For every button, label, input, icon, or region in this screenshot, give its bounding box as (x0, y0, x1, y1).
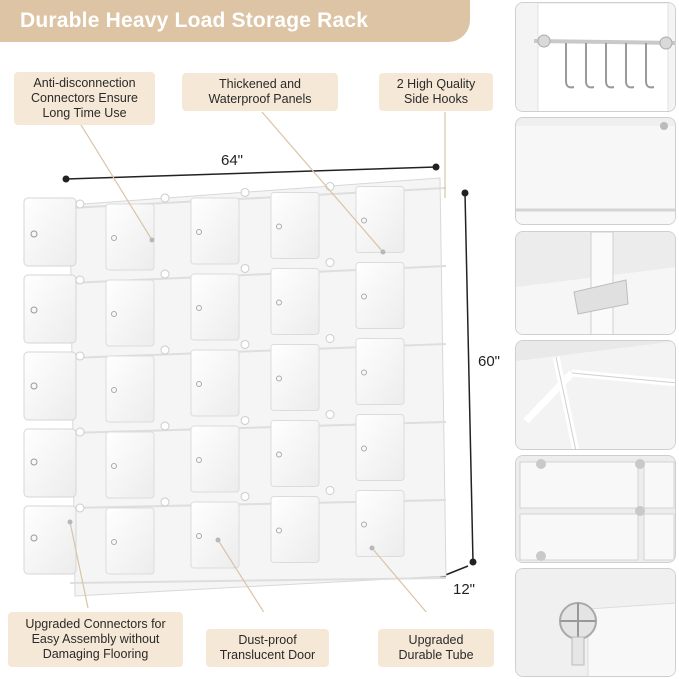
rack-connector (325, 258, 335, 267)
rack-shelf (69, 577, 447, 584)
rack-door (105, 507, 155, 575)
page-title: Durable Heavy Load Storage Rack (20, 9, 369, 32)
rack-door (190, 425, 240, 493)
tube-joint-image (516, 341, 675, 449)
door-knob (30, 306, 38, 314)
door-knob (30, 458, 38, 466)
rack-door (355, 490, 405, 557)
title-banner: Durable Heavy Load Storage Rack (0, 0, 470, 42)
rack-connector (75, 275, 85, 285)
door-knob (361, 445, 367, 452)
door-knob (196, 533, 202, 540)
width-dimension-label: 64" (221, 152, 244, 169)
rack-connector (160, 345, 170, 355)
cube-grid-image (516, 456, 675, 562)
rack-connector (160, 421, 170, 431)
rack-connector (75, 199, 85, 209)
rack-door (355, 262, 405, 329)
door-knob (111, 311, 117, 317)
rack-door (23, 274, 77, 344)
rack-door (355, 186, 405, 253)
foot-connector-image (516, 569, 675, 676)
rack-connector (240, 415, 250, 425)
door-knob (111, 387, 117, 393)
rack-connector (75, 503, 85, 513)
rack-door (190, 273, 240, 341)
callout-anti-disconnection: Anti-disconnection Connectors Ensure Lon… (14, 72, 155, 125)
detail-thumbnails (512, 0, 679, 679)
door-knob (30, 534, 38, 542)
door-knob (30, 382, 38, 390)
door-knob (111, 539, 117, 545)
door-knob (276, 527, 282, 534)
callout-panels: Thickened and Waterproof Panels (182, 73, 338, 111)
door-knob (361, 293, 367, 300)
rack-door (270, 419, 320, 487)
rack-door (105, 431, 155, 499)
rack-door (355, 338, 405, 405)
rack-connector (240, 491, 250, 501)
callout-door: Dust-proof Translucent Door (206, 629, 329, 667)
rack-door (23, 197, 77, 267)
door-knob (276, 451, 282, 458)
rack-connector (240, 339, 250, 349)
panel-edge-image (516, 118, 675, 224)
thumb-tube-joint (515, 340, 676, 450)
door-knob (276, 299, 282, 306)
side-hooks-image (516, 3, 675, 111)
rack-connector (160, 193, 170, 203)
rack-door (23, 428, 77, 498)
height-dimension-label: 60" (478, 353, 501, 370)
rack-door (105, 355, 155, 423)
rack-door (355, 414, 405, 481)
door-knob (30, 230, 38, 238)
rack-door (190, 197, 240, 265)
door-knob (276, 223, 282, 230)
door-knob (196, 305, 202, 312)
door-knob (111, 235, 117, 241)
thumb-side-hooks (515, 2, 676, 112)
door-knob (196, 381, 202, 388)
callout-connectors: Upgraded Connectors for Easy Assembly wi… (8, 612, 183, 667)
door-knob (196, 229, 202, 236)
door-knob (111, 463, 117, 469)
door-knob (361, 521, 367, 528)
callout-tube: Upgraded Durable Tube (378, 629, 494, 667)
thumb-connector-corner (515, 231, 676, 335)
rack-connector (75, 427, 85, 437)
door-knob (276, 375, 282, 382)
rack-connector (240, 263, 250, 273)
storage-rack-illustration (23, 111, 477, 612)
thumb-foot-connector (515, 568, 676, 677)
rack-connector (160, 269, 170, 279)
door-knob (361, 217, 367, 224)
thumb-cube-grid (515, 455, 676, 563)
rack-door (270, 495, 320, 563)
rack-door (270, 191, 320, 259)
door-knob (196, 457, 202, 464)
rack-connector (240, 187, 250, 197)
rack-door (23, 505, 77, 575)
rack-connector (160, 497, 170, 507)
depth-dimension-label: 12" (453, 581, 476, 598)
rack-connector (325, 486, 335, 495)
rack-door (270, 267, 320, 335)
rack-door (105, 279, 155, 347)
callout-hooks: 2 High Quality Side Hooks (379, 73, 493, 111)
rack-door (190, 501, 240, 569)
connector-corner-image (516, 232, 675, 334)
rack-connector (325, 410, 335, 419)
rack-door (23, 351, 77, 421)
rack-door (190, 349, 240, 417)
rack-connector (325, 182, 335, 191)
rack-door (270, 343, 320, 411)
rack-connector (325, 334, 335, 343)
door-knob (361, 369, 367, 376)
rack-door (105, 203, 155, 271)
rack-connector (75, 351, 85, 361)
thumb-panel-edge (515, 117, 676, 225)
